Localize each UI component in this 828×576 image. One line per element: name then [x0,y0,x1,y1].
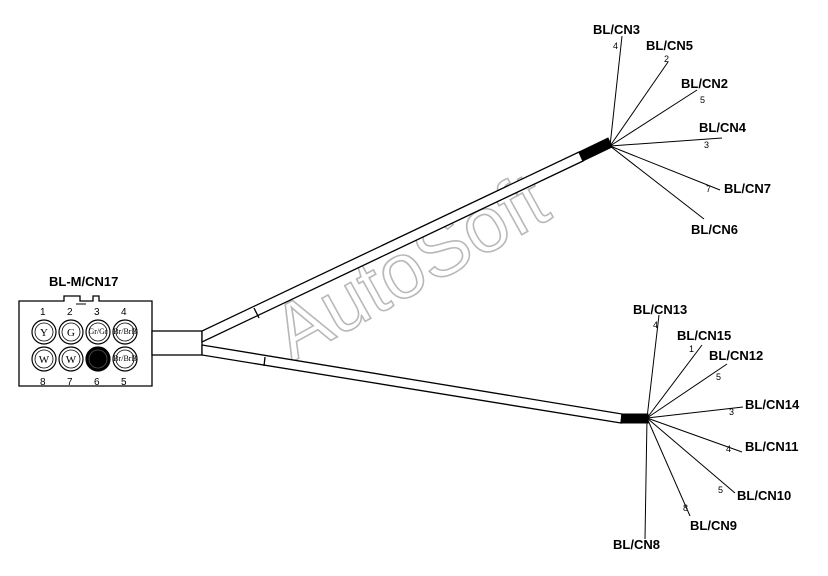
connector-label: BL/CN11 [745,439,798,454]
pin-number: 5 [716,372,721,382]
pin-number: 7 [706,184,711,194]
connector-label: BL/CN8 [613,537,660,552]
upper-fanout-wires [609,35,723,220]
pin-number: 3 [729,407,734,417]
pin-number: 5 [718,485,723,495]
connector-label: BL/CN10 [737,488,791,503]
pin-number: 1 [40,307,46,318]
cavity: Br/BrB [112,319,138,345]
pin-number: 2 [664,54,669,64]
connector-label: BL/CN14 [745,397,800,412]
pin-number: 5 [700,95,705,105]
connector-label: BL/CN2 [681,76,728,91]
pin-number: 2 [67,307,73,318]
pin-number: 8 [683,503,688,513]
svg-text:G: G [67,327,75,339]
connector-label: BL/CN12 [709,348,763,363]
svg-text:Gr/Gr: Gr/Gr [88,327,107,336]
pin-number: 3 [704,140,709,150]
cavity: W [58,346,84,372]
connector-label: BL/CN9 [690,518,737,533]
upper-branch-labels: BL/CN3 4 BL/CN5 2 BL/CN2 5 BL/CN4 3 BL/C… [593,22,771,237]
pin-number: 8 [40,377,46,388]
connector-label: BL/CN4 [699,120,747,135]
main-connector: BL-M/CN17 1 2 3 4 8 7 6 5 Y G Gr/Gr [18,274,153,388]
connector-label: BL/CN13 [633,302,687,317]
cavity: Gr/Gr [85,319,111,345]
lower-fanout-wires [644,314,744,540]
cavity-filled [85,346,111,372]
pin-number: 3 [94,307,100,318]
svg-text:Y: Y [40,327,48,339]
cavity: G [58,319,84,345]
pin-number: 7 [67,377,73,388]
svg-text:W: W [66,354,77,366]
harness-trunk [151,330,203,356]
pin-number: 6 [94,377,100,388]
connector-label: BL/CN7 [724,181,771,196]
svg-text:W: W [39,354,50,366]
cavity: Y [31,319,57,345]
lower-branch-labels: BL/CN13 4 BL/CN15 1 BL/CN12 5 BL/CN14 3 … [613,302,800,552]
lower-branch-cable [201,344,649,424]
connector-label: BL/CN5 [646,38,693,53]
pin-number: 5 [121,377,127,388]
cavity: Br/BrB [112,346,138,372]
main-connector-label: BL-M/CN17 [49,274,118,289]
pin-number: 4 [726,444,731,454]
connector-label: BL/CN15 [677,328,731,343]
connector-label: BL/CN3 [593,22,640,37]
cavity: W [31,346,57,372]
svg-text:Br/BrB: Br/BrB [113,354,137,363]
pin-number: 4 [653,320,658,330]
svg-text:Br/BrB: Br/BrB [113,327,137,336]
pin-number: 1 [689,344,694,354]
connector-label: BL/CN6 [691,222,738,237]
pin-number: 4 [613,41,618,51]
pin-number: 4 [121,307,127,318]
